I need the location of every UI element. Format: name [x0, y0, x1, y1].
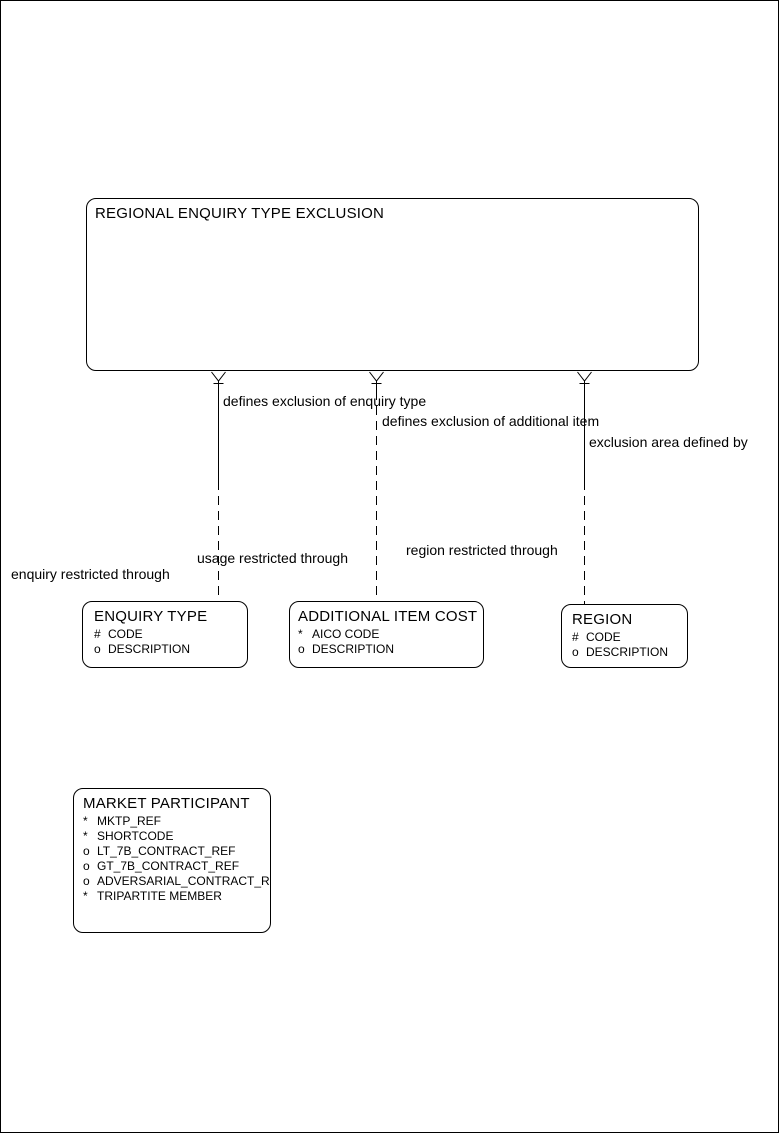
attribute-prefix: *	[83, 829, 88, 843]
crow-foot-icon	[211, 371, 226, 382]
attribute-prefix: o	[298, 642, 305, 656]
attribute-list: # CODE o DESCRIPTION	[572, 630, 687, 660]
attribute-prefix: #	[572, 630, 579, 644]
attribute-prefix: *	[83, 889, 88, 903]
attribute-prefix: *	[83, 814, 88, 828]
attribute-name: TRIPARTITE MEMBER	[97, 889, 222, 903]
connector-exclusion-area-defined-by	[577, 371, 592, 604]
attribute-prefix: *	[298, 627, 303, 641]
attribute-row: o GT_7B_CONTRACT_REF	[83, 859, 270, 874]
attribute-name: GT_7B_CONTRACT_REF	[97, 859, 240, 873]
attribute-prefix: o	[83, 874, 90, 888]
attribute-name: MKTP_REF	[97, 814, 162, 828]
attribute-name: SHORTCODE	[97, 829, 174, 843]
attribute-name: DESCRIPTION	[312, 642, 395, 656]
entity-regional-enquiry-type-exclusion[interactable]: REGIONAL ENQUIRY TYPE EXCLUSION	[86, 198, 699, 371]
attribute-name: CODE	[108, 627, 143, 641]
entity-market-participant[interactable]: MARKET PARTICIPANT * MKTP_REF * SHORTCOD…	[73, 788, 271, 933]
attribute-prefix: #	[94, 627, 101, 641]
attribute-row: o ADVERSARIAL_CONTRACT_REF	[83, 874, 270, 889]
attribute-row: # CODE	[94, 627, 247, 642]
attribute-row: * SHORTCODE	[83, 829, 270, 844]
attribute-row: o LT_7B_CONTRACT_REF	[83, 844, 270, 859]
relationship-label-defines-exclusion-of-additional-item: defines exclusion of additional item	[382, 413, 600, 429]
crow-foot-icon	[369, 371, 384, 382]
relationship-label-defines-exclusion-of-enquiry-type: defines exclusion of enquiry type	[223, 393, 427, 409]
entity-enquiry-type[interactable]: ENQUIRY TYPE # CODE o DESCRIPTION	[82, 601, 248, 668]
attribute-list: # CODE o DESCRIPTION	[94, 627, 247, 657]
entity-title: REGION	[572, 611, 633, 628]
entity-title: ENQUIRY TYPE	[94, 608, 208, 625]
relationship-label-enquiry-restricted-through: enquiry restricted through	[11, 566, 170, 582]
attribute-row: * MKTP_REF	[83, 814, 270, 829]
attribute-name: AICO CODE	[312, 627, 380, 641]
attribute-row: # CODE	[572, 630, 687, 645]
attribute-name: DESCRIPTION	[108, 642, 191, 656]
attribute-row: o DESCRIPTION	[572, 645, 687, 660]
entity-region[interactable]: REGION # CODE o DESCRIPTION	[561, 604, 688, 668]
relationship-label-region-restricted-through: region restricted through	[406, 542, 558, 558]
attribute-prefix: o	[572, 645, 579, 659]
entity-title: REGIONAL ENQUIRY TYPE EXCLUSION	[95, 205, 385, 222]
attribute-row: o DESCRIPTION	[94, 642, 247, 657]
attribute-name: ADVERSARIAL_CONTRACT_REF	[97, 874, 271, 888]
crow-foot-icon	[577, 371, 592, 382]
attribute-prefix: o	[94, 642, 101, 656]
entity-title: ADDITIONAL ITEM COST	[298, 608, 478, 625]
attribute-name: LT_7B_CONTRACT_REF	[97, 844, 236, 858]
attribute-list: * AICO CODE o DESCRIPTION	[298, 627, 483, 657]
attribute-name: CODE	[586, 630, 621, 644]
attribute-list: * MKTP_REF * SHORTCODE o LT_7B_CONTRACT_…	[83, 814, 270, 904]
relationship-label-usage-restricted-through: usage restricted through	[197, 550, 348, 566]
attribute-prefix: o	[83, 844, 90, 858]
attribute-prefix: o	[83, 859, 90, 873]
attribute-row: o DESCRIPTION	[298, 642, 483, 657]
attribute-name: DESCRIPTION	[586, 645, 669, 659]
relationship-label-exclusion-area-defined-by: exclusion area defined by	[589, 434, 748, 450]
attribute-row: * AICO CODE	[298, 627, 483, 642]
entity-additional-item-cost[interactable]: ADDITIONAL ITEM COST * AICO CODE o DESCR…	[289, 601, 484, 668]
attribute-row: * TRIPARTITE MEMBER	[83, 889, 270, 904]
entity-title: MARKET PARTICIPANT	[83, 795, 250, 812]
